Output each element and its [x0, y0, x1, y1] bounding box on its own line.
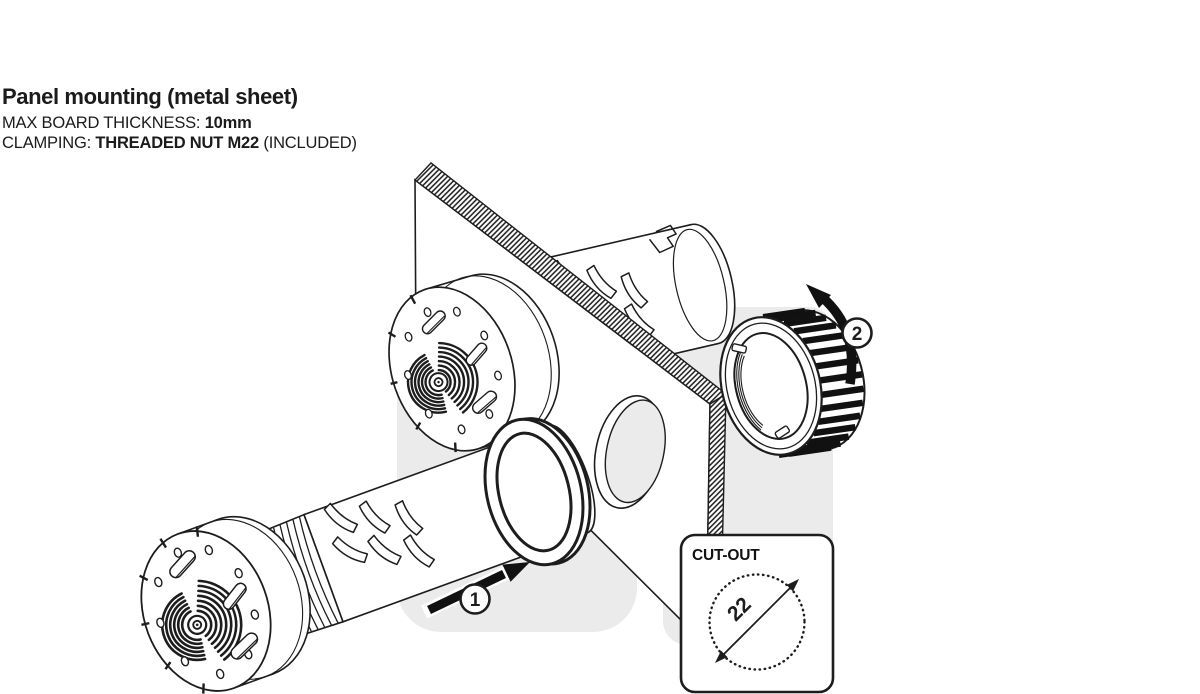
cap-grille: [151, 579, 243, 671]
step-1-badge: [459, 583, 491, 615]
device-back-cap: [139, 515, 311, 694]
cap-slots: [169, 550, 259, 660]
cutout-box: CUT-OUT 22: [679, 533, 835, 694]
spec-clamping: CLAMPING: THREADED NUT M22 (INCLUDED): [2, 133, 357, 153]
cap-holes: [154, 544, 260, 680]
spec-clamping-suffix: (INCLUDED): [259, 134, 357, 152]
spec-clamping-label: CLAMPING:: [2, 134, 96, 152]
nut-bayonet-tabs: [731, 343, 791, 439]
spec-clamping-value: THREADED NUT M22: [95, 134, 260, 152]
step-2-number: 2: [852, 324, 863, 345]
step-2-badge: [841, 317, 873, 349]
nut-inner-threads: [734, 351, 764, 433]
threaded-nut: [719, 307, 866, 459]
spec-thickness-label: MAX BOARD THICKNESS:: [2, 114, 205, 132]
step-2: 2: [806, 284, 873, 385]
cap-rim-notches: [139, 526, 205, 694]
panel-hole: [593, 395, 666, 509]
mounted-device-flange: [387, 273, 560, 453]
insertion-arrowhead: [502, 562, 530, 582]
step-1: 1: [420, 562, 530, 619]
inserting-device: [139, 424, 596, 694]
step-1-number: 1: [470, 590, 481, 611]
flange-grille: [398, 341, 479, 423]
cutout-circle: [708, 573, 806, 671]
rotation-arrowhead: [806, 284, 831, 308]
cutout-label: CUT-OUT: [692, 547, 760, 564]
flange-slots: [421, 310, 498, 414]
header: Panel mounting (metal sheet) MAX BOARD T…: [2, 84, 357, 153]
gasket-ring: [483, 417, 592, 567]
spec-board-thickness: MAX BOARD THICKNESS: 10mm: [2, 113, 357, 133]
cutout-dimension-arrow: [715, 579, 799, 663]
flange-rim-notches: [387, 294, 457, 453]
flange-holes: [403, 306, 503, 435]
page-title: Panel mounting (metal sheet): [2, 84, 298, 109]
spec-thickness-value: 10mm: [204, 114, 252, 132]
